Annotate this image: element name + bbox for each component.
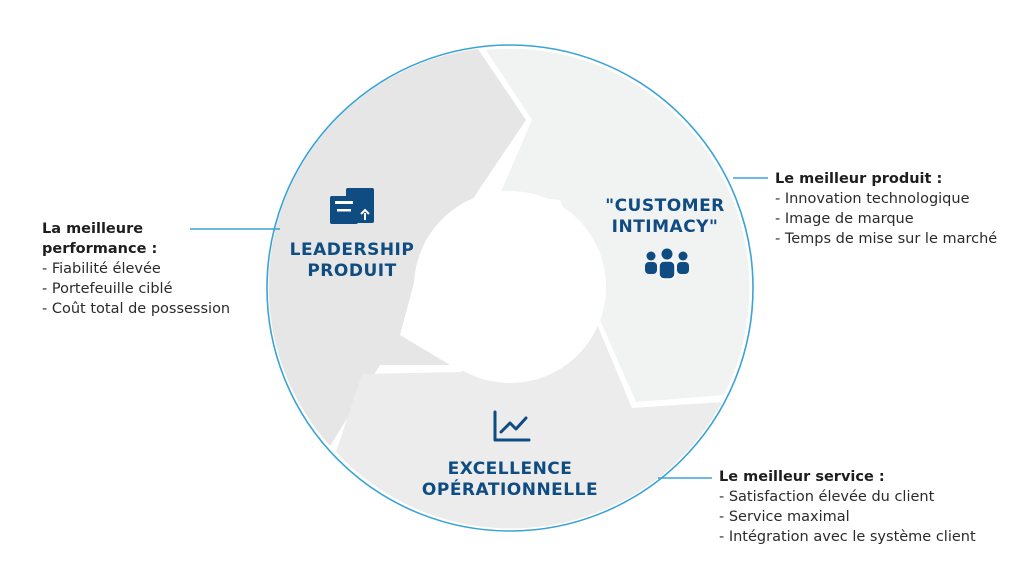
callout-right-bottom-item: - Service maximal	[719, 509, 850, 525]
people-group-icon	[645, 248, 689, 280]
label-leadership: LEADERSHIP PRODUIT	[289, 240, 415, 281]
trend-chart-icon	[493, 410, 531, 442]
callout-right-bottom-item: - Satisfaction élevée du client	[719, 489, 935, 505]
segment-customer	[486, 48, 750, 403]
callout-left-item: - Portefeuille ciblé	[42, 281, 173, 297]
callout-right-top-item: - Innovation technologique	[775, 191, 970, 207]
callout-left-item: - Fiabilité élevée	[42, 261, 161, 277]
box-upload-icon	[330, 188, 374, 224]
callout-right-bottom: Le meilleur service : - Satisfaction éle…	[719, 467, 976, 547]
label-excellence: EXCELLENCE OPÉRATIONNELLE	[421, 459, 599, 500]
inner-hole	[414, 191, 606, 383]
segment-leadership	[268, 49, 526, 446]
callout-right-bottom-item: - Intégration avec le système client	[719, 529, 976, 545]
callout-right-top-item: - Image de marque	[775, 211, 914, 227]
callout-right-bottom-title: Le meilleur service :	[719, 469, 885, 485]
callout-left-title: La meilleure performance :	[42, 221, 158, 257]
segment-excellence	[336, 322, 722, 529]
callout-right-top-item: - Temps de mise sur le marché	[775, 231, 998, 247]
callout-right-top-title: Le meilleur produit :	[775, 171, 943, 187]
label-customer: "CUSTOMER INTIMACY"	[605, 196, 725, 237]
callout-left: La meilleure performance : - Fiabilité é…	[42, 219, 230, 319]
callout-left-item: - Coût total de possession	[42, 301, 231, 317]
callout-right-top: Le meilleur produit : - Innovation techn…	[775, 169, 997, 249]
